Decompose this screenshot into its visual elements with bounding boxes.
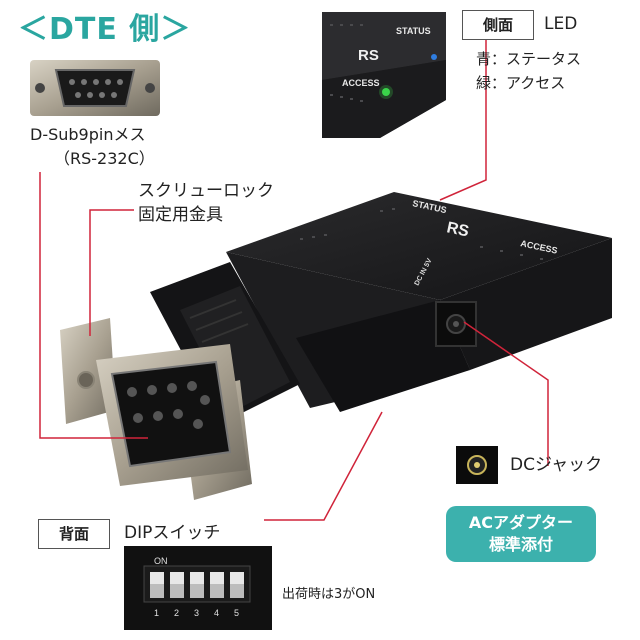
screw-lock-sublabel: 固定用金具: [138, 205, 223, 225]
ac-adapter-badge: ACアダプター 標準添付: [446, 506, 596, 562]
access-led-green: [382, 88, 390, 96]
dip-default-note: 出荷時は3がON: [282, 587, 376, 602]
dsub-standard-label: （RS-232C）: [54, 149, 155, 168]
dip-number: 4: [214, 608, 219, 618]
dip-number: 1: [154, 608, 159, 618]
status-led-blue: [431, 54, 437, 60]
dsub-label: D-Sub9pinメス: [30, 125, 146, 144]
page-title: ＜DTE 側＞: [18, 12, 192, 47]
converter-device: STATUS ACCESS RS DC IN 5V: [226, 192, 612, 412]
dip-number: 3: [194, 608, 199, 618]
dip-switch: ON 1 2 3 4 5: [124, 546, 272, 630]
dsub9-connector-image: [30, 60, 160, 116]
ac-badge-line2: 標準添付: [488, 535, 553, 554]
dsub-connector-head: [60, 262, 300, 500]
dip-switch-title: DIPスイッチ: [124, 523, 221, 543]
ac-badge-line1: ACアダプター: [468, 513, 574, 532]
side-view-tag: 側面: [462, 10, 534, 40]
led-blue-desc: 青：ステータス: [476, 50, 582, 68]
device-logo: RS: [445, 219, 471, 240]
logo-mark: RS: [358, 47, 379, 64]
status-text: STATUS: [396, 26, 431, 36]
led-green-desc: 緑：アクセス: [476, 74, 566, 92]
dip-number: 2: [174, 608, 179, 618]
led-closeup: STATUS ACCESS RS: [322, 12, 446, 138]
back-view-tag: 背面: [38, 519, 110, 549]
dc-jack-label: DCジャック: [510, 455, 603, 475]
dip-on-text: ON: [154, 556, 168, 566]
leader-lines: [39, 24, 549, 521]
screw-lock-label: スクリューロック: [138, 181, 274, 201]
dip-number: 5: [234, 608, 239, 618]
dc-jack-image: [456, 446, 498, 484]
dip-switch-levers: [150, 572, 244, 598]
led-title: LED: [544, 14, 578, 34]
screw-lock-bracket-left: [60, 318, 116, 424]
access-text: ACCESS: [342, 78, 380, 88]
